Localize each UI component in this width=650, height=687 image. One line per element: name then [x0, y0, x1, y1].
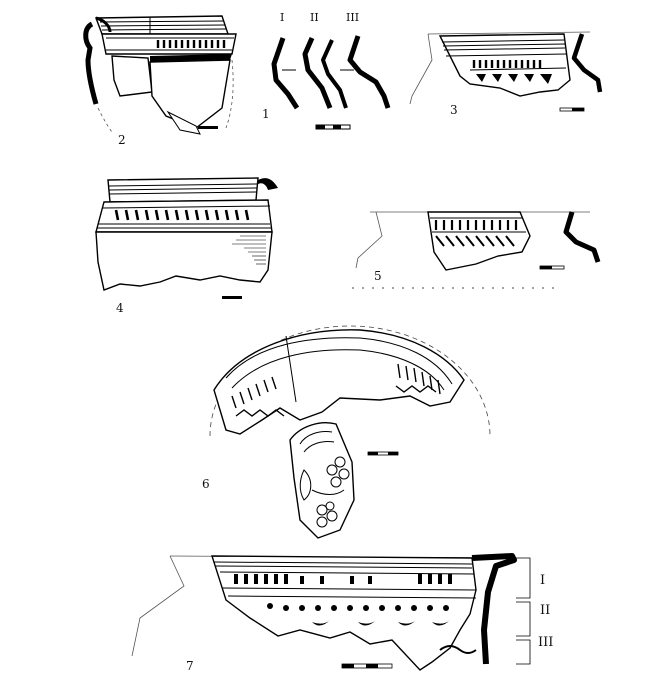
profile-1-II [302, 36, 333, 109]
profile-label-III: III [346, 11, 360, 24]
scale-bar-3 [559, 107, 585, 112]
profile-1-III-a [321, 39, 348, 109]
figure-3-bowl [409, 31, 603, 112]
scale-bar-7 [341, 663, 393, 669]
scale-bar-6 [367, 451, 399, 456]
scale-bar-4 [222, 296, 242, 299]
profile-label-I: I [280, 11, 285, 24]
zone-label-II: II [540, 603, 551, 618]
figure-7-bowl [131, 553, 531, 671]
scale-bar-1 [315, 124, 351, 130]
zone-label-I: I [540, 573, 546, 588]
figure-6-dish [209, 325, 491, 539]
zone-label-III: III [538, 635, 554, 650]
figure-number-6: 6 [202, 477, 210, 491]
figure-number-2: 2 [118, 133, 126, 147]
figure-number-7: 7 [186, 659, 194, 673]
figure-5-fragment [352, 211, 601, 289]
scale-bar-2 [198, 126, 218, 129]
figure-4-pot [95, 177, 278, 299]
figure-2-pot [83, 15, 237, 135]
figure-number-4: 4 [116, 301, 124, 315]
scale-bar-5 [539, 265, 565, 270]
profile-1-III-b [347, 35, 391, 109]
figure-number-1: 1 [262, 107, 270, 121]
figure-number-5: 5 [374, 269, 382, 283]
profile-1-I [271, 37, 300, 110]
figure-1-profiles [271, 35, 391, 130]
profile-label-II: II [310, 11, 319, 24]
figure-number-3: 3 [450, 103, 458, 117]
